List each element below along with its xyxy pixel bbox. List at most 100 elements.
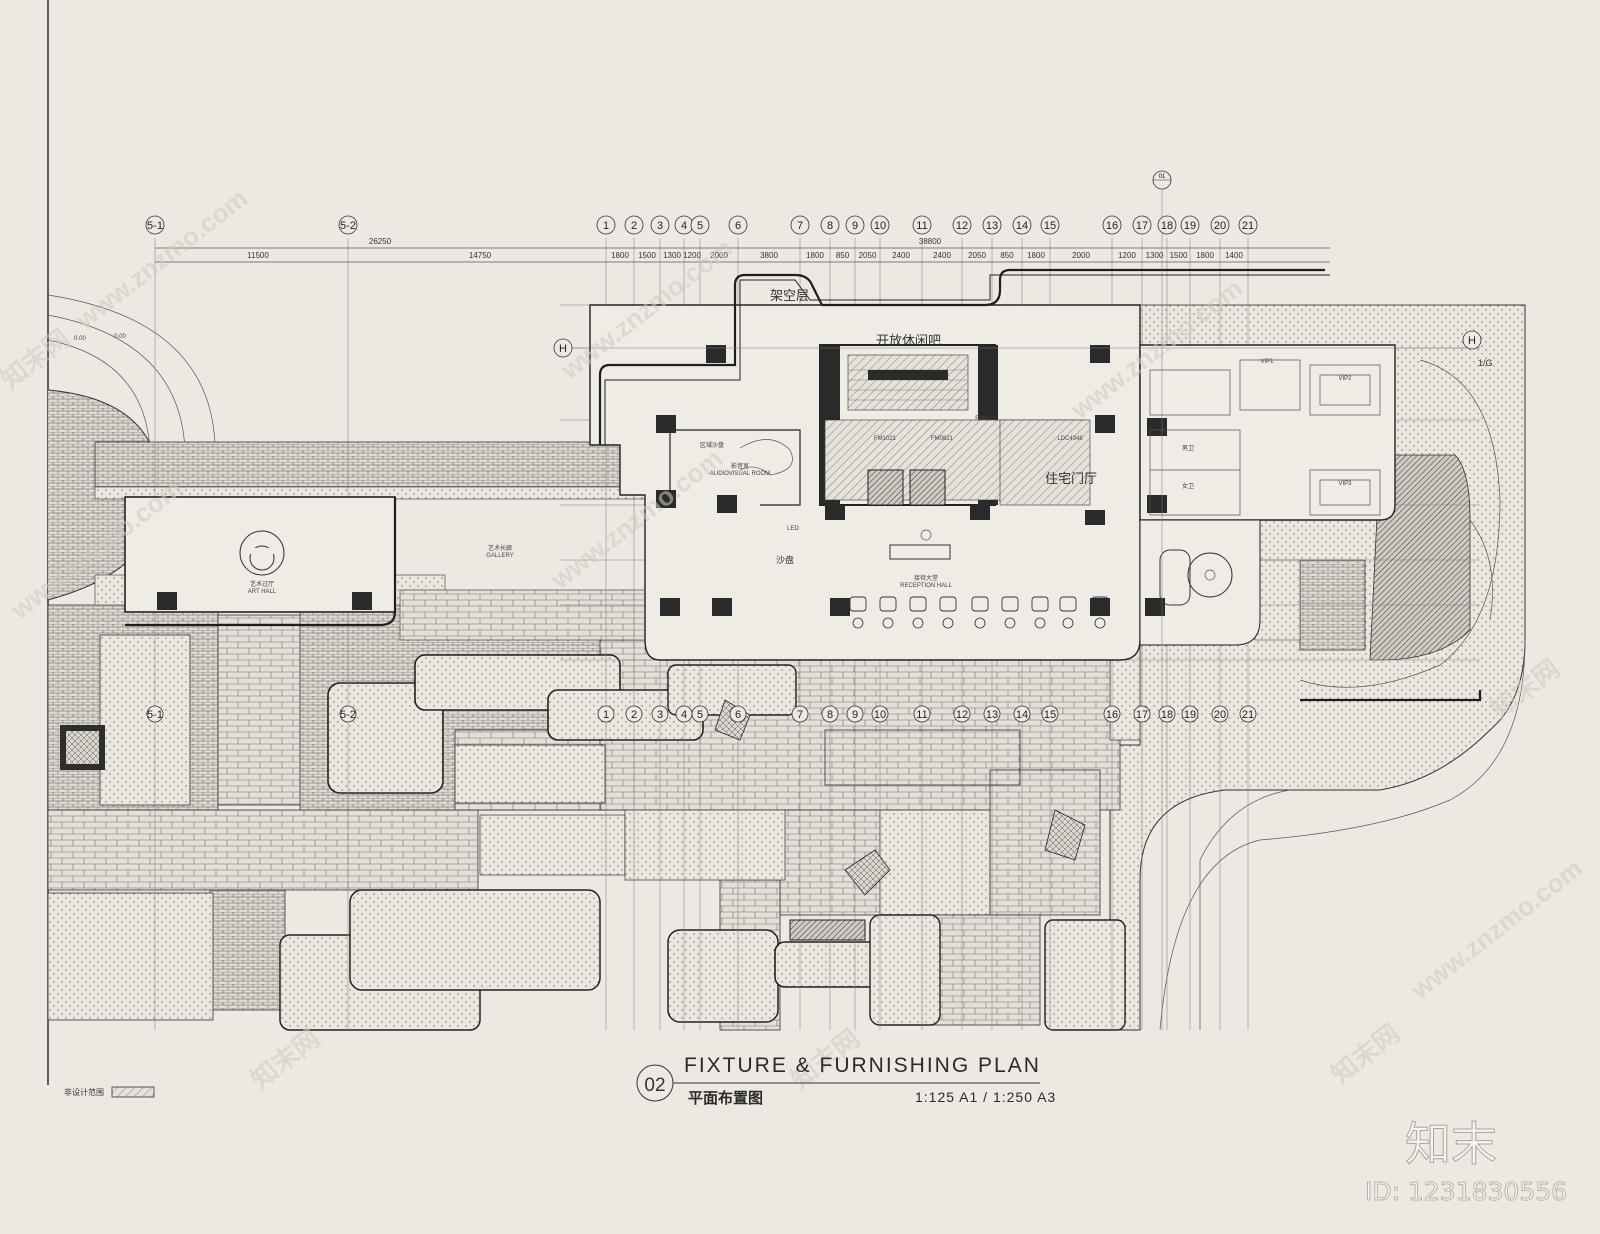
grid-axis-label: 19 [1184,220,1196,232]
grid-axis-label: 6 [735,709,741,721]
side-axis-left: H [559,343,567,355]
grid-axis-label: 17 [1136,220,1148,232]
grid-axis-label: 14 [1016,220,1028,232]
level-mark: 0.00 [74,336,86,342]
dim-segment: 1200 [1118,251,1136,260]
reception-label: 接待大堂 [914,574,938,582]
av-room-label: 影音室 [731,462,749,470]
grid-axis-label: 2 [631,220,637,232]
grid-axis-label: 4 [681,220,687,232]
residential-lobby-label: 住宅门厅 [1045,471,1097,486]
av-room-en-label: AUDIOVISUAL ROOM [710,471,770,477]
grid-axis-label: 6 [735,220,741,232]
dim-segment: 1500 [1170,251,1188,260]
grid-axis-label: 3 [657,709,663,721]
grid-axis-label: 10 [874,220,886,232]
grid-axis-label: 11 [916,220,927,232]
grid-axis-label: 5 [697,709,703,721]
grid-axis-label: 5-2 [340,709,356,721]
legend-swatch [111,1086,155,1098]
dim-segment: 14750 [469,251,492,260]
dim-segment: 1300 [663,251,681,260]
led-label: LED [787,526,799,532]
regional-sand-label: 区域沙盘 [700,441,724,449]
dim-segment: 3800 [760,251,778,260]
brand-id: ID: 1231830556 [1365,1177,1567,1206]
grid-axis-label: 20 [1214,220,1226,232]
grid-axis-label: 18 [1161,709,1173,721]
grid-axis-label: 12 [956,709,968,721]
grid-axis-label: 5 [697,220,703,232]
male-wc-label: 男卫 [1182,445,1194,452]
vip2-label: VIP2 [1338,376,1352,382]
grid-axis-label: 15 [1044,709,1056,721]
section-marker: 01 [1152,170,1172,1030]
dim-segment: 1200 [683,251,701,260]
dim-segment: 1500 [638,251,656,260]
grid-axis-label: 19 [1184,709,1196,721]
drawing-title-chinese: 平面布置图 [688,1089,763,1107]
grid-axis-label: 8 [827,709,833,721]
brand-logo: 知末 [1405,1117,1497,1171]
vip3-label: VIP3 [1338,481,1352,487]
grid-axis-label: 11 [916,709,927,721]
dim-segment: 2000 [710,251,728,260]
open-lounge-label: 开放休闲吧 [876,333,941,348]
grid-axis-label: 16 [1106,220,1118,232]
stair-elevator-core [669,344,1105,525]
section-marker-number: 01 [1159,174,1166,180]
grid-axis-label: 20 [1214,709,1226,721]
side-axis-right: H [1468,335,1476,347]
door-tag: FM1121 [975,416,997,422]
landscape-paving [47,294,1526,1031]
grid-axis-label: 3 [657,220,663,232]
grid-axis-label: 8 [827,220,833,232]
grid-axis-label: 5-1 [147,709,163,721]
grid-axis-label: 14 [1016,709,1028,721]
columns [157,345,1167,616]
drawing-scale: 1:125 A1 / 1:250 A3 [915,1089,1056,1105]
dim-segment: 2400 [933,251,951,260]
drawing-number: 02 [644,1075,665,1096]
dim-segment: 850 [1000,251,1014,260]
drawing-title-english: FIXTURE & FURNISHING PLAN [684,1054,1041,1077]
grid-axis-label: 21 [1242,709,1254,721]
sand-table-label: 沙盘 [776,554,794,565]
door-tag: LDC4348 [1057,436,1083,442]
dim-segment: 2050 [859,251,877,260]
overhead-floor-label: 架空层 [770,288,809,303]
grid-axis-label: 7 [797,220,803,232]
overall-dimensions: 26250 38800 11500 14750 [155,237,1330,263]
grid-axis-label: 1 [603,220,609,232]
dim-segment: 1800 [1196,251,1214,260]
grid-axis-label: 13 [986,220,998,232]
gallery-en-label: GALLERY [486,553,514,559]
watermark-text: 知末网 [245,1023,325,1095]
art-hall-label: 艺术过厅 [250,580,274,588]
dim-segment: 2000 [1072,251,1090,260]
brand-mark: 知末 ID: 1231830556 [1365,1117,1568,1207]
dim-segment: 1800 [1027,251,1045,260]
room-labels: 架空层 开放休闲吧 住宅门厅 沙盘 艺术过厅 ART HALL 艺术长廊 GAL… [74,288,1352,595]
grid-axis-label: 12 [956,220,968,232]
gallery-label: 艺术长廊 [488,544,512,552]
grid-axis-label: 13 [986,709,998,721]
dim-segment: 850 [836,251,850,260]
grid-axis-label: 9 [852,220,858,232]
level-mark: 0.00 [114,334,126,340]
side-axis-right-sub: 1/G [1478,358,1493,368]
grid-axis-label: 18 [1161,220,1173,232]
dim-segment: 1400 [1225,251,1243,260]
dim-segment: 2050 [968,251,986,260]
door-tag: FM1021 [874,436,897,442]
overall-dim-left: 26250 [369,237,392,246]
dim-segment: 2400 [892,251,910,260]
grid-axis-label: 10 [874,709,886,721]
dim-segment: 1800 [611,251,629,260]
female-wc-label: 女卫 [1182,482,1194,490]
dim-segment: 11500 [247,251,269,260]
dim-segment: 1300 [1146,251,1164,260]
grid-axis-label: 5-1 [147,220,163,232]
